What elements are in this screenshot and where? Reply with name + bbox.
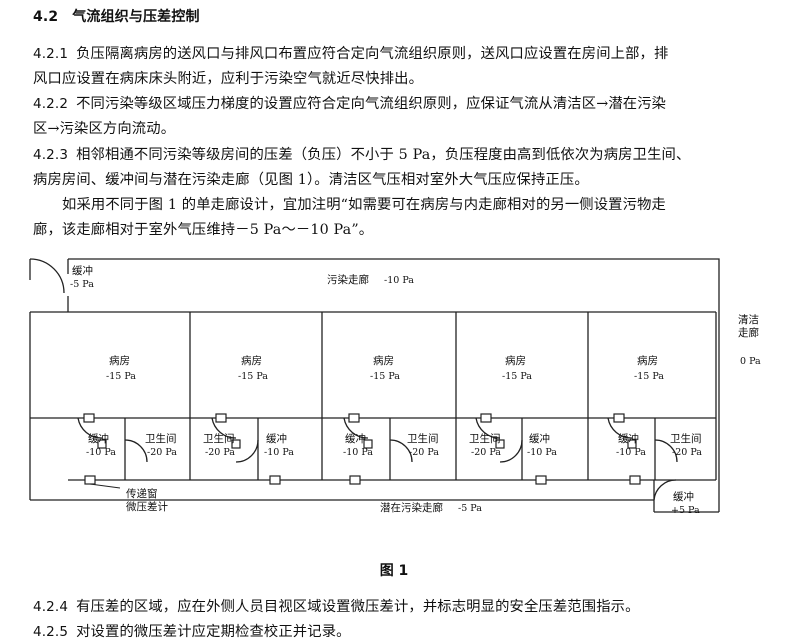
clause-4-2-3-line-1: 4.2.3 相邻相通不同污染等级房间的压差（负压）不小于 5 Pa，负压程度由高到…: [33, 143, 690, 167]
clause-4-2-1-line-2: 风口应设置在病床床头附近，应利于污染空气就近尽快排出。: [33, 71, 424, 87]
bottom-buffer-value: +5 Pa: [671, 505, 700, 516]
buffer-value: -10 Pa: [343, 447, 373, 458]
buffer-value: -10 Pa: [527, 447, 557, 458]
clause-4-2-2-line-1: 4.2.2 不同污染等级区域压力梯度的设置应符合定向气流组织原则，应保证气流从清洁…: [33, 92, 666, 116]
clause-4-2-1-line-1: 4.2.1 负压隔离病房的送风口与排风口布置应符合定向气流组织原则，送风口应设置在…: [33, 42, 668, 66]
section-number: 4.2: [33, 9, 59, 25]
bathroom-label: 卫生间: [670, 432, 702, 445]
clause-4-2-4: 4.2.4 有压差的区域，应在外侧人员目视区域设置微压差计，并标志明显的安全压差范…: [33, 595, 640, 619]
ward-label: 病房: [505, 354, 526, 367]
section-heading: 4.2 气流组织与压差控制: [33, 5, 200, 29]
bathroom-value: -20 Pa: [672, 447, 702, 458]
clean-corridor-label-1: 清洁: [738, 313, 759, 326]
ward-label: 病房: [109, 354, 130, 367]
bathroom-label: 卫生间: [469, 432, 501, 445]
clause-text: 对设置的微压差计应定期检查校正并记录。: [76, 624, 351, 640]
clause-number: 4.2.3: [33, 147, 69, 163]
pass-window-label: 传递窗: [126, 487, 158, 500]
buffer-label: 缓冲: [618, 432, 639, 445]
potential-corridor-label: 潜在污染走廊: [380, 501, 443, 514]
top-buffer-label: 缓冲: [72, 264, 93, 277]
potential-corridor-value: -5 Pa: [458, 503, 482, 514]
bathroom-value: -20 Pa: [147, 447, 177, 458]
clause-number: 4.2.2: [33, 96, 69, 112]
clause-number: 4.2.5: [33, 624, 69, 640]
figure-1-floor-plan: 缓冲 -5 Pa 污染走廊 -10 Pa 清洁 走廊 0 Pa 病房 -15 P…: [29, 258, 761, 516]
clause-4-2-3-line-2: 病房房间、缓冲间与潜在污染走廊（见图 1）。清洁区气压相对室外大气压应保持正压。: [33, 172, 589, 188]
clean-corridor-label-2: 走廊: [738, 326, 759, 339]
bottom-buffer-label: 缓冲: [673, 490, 694, 503]
polluted-corridor-value: -10 Pa: [384, 275, 414, 286]
clause-text: 不同污染等级区域压力梯度的设置应符合定向气流组织原则，应保证气流从清洁区→潜在污…: [76, 96, 667, 112]
buffer-label: 缓冲: [266, 432, 287, 445]
buffer-label: 缓冲: [345, 432, 366, 445]
buffer-label: 缓冲: [88, 432, 109, 445]
bathroom-label: 卫生间: [407, 432, 439, 445]
bathroom-value: -20 Pa: [205, 447, 235, 458]
clause-4-2-5: 4.2.5 对设置的微压差计应定期检查校正并记录。: [33, 620, 351, 644]
clause-4-2-3-para-line-1: 如采用不同于图 1 的单走廊设计，宜加注明“如需要可在病房与内走廊相对的另一侧设…: [62, 197, 666, 213]
top-buffer-value: -5 Pa: [70, 279, 94, 290]
ward-value: -15 Pa: [238, 371, 268, 382]
ward-value: -15 Pa: [106, 371, 136, 382]
buffer-value: -10 Pa: [86, 447, 116, 458]
polluted-corridor-label: 污染走廊: [327, 273, 369, 286]
clause-text: 相邻相通不同污染等级房间的压差（负压）不小于 5 Pa，负压程度由高到低依次为病…: [76, 147, 691, 163]
figure-caption: 图 1: [379, 563, 409, 579]
bathroom-value: -20 Pa: [471, 447, 501, 458]
bathroom-label: 卫生间: [203, 432, 235, 445]
buffer-label: 缓冲: [529, 432, 550, 445]
clean-corridor-value: 0 Pa: [740, 356, 761, 367]
ward-value: -15 Pa: [370, 371, 400, 382]
clause-4-2-2-line-2: 区→污染区方向流动。: [33, 121, 176, 137]
buffer-value: -10 Pa: [616, 447, 646, 458]
clause-number: 4.2.1: [33, 46, 69, 62]
ward-label: 病房: [637, 354, 658, 367]
ward-value: -15 Pa: [502, 371, 532, 382]
clause-number: 4.2.4: [33, 599, 69, 615]
clause-4-2-3-para-line-2: 廊，该走廊相对于室外气压维持－5 Pa～－10 Pa”。: [33, 222, 374, 238]
ward-value: -15 Pa: [634, 371, 664, 382]
bathroom-value: -20 Pa: [409, 447, 439, 458]
clause-text: 有压差的区域，应在外侧人员目视区域设置微压差计，并标志明显的安全压差范围指示。: [76, 599, 640, 615]
ward-label: 病房: [241, 354, 262, 367]
pressure-gauge-label: 微压差计: [126, 500, 168, 513]
bathroom-label: 卫生间: [145, 432, 177, 445]
buffer-value: -10 Pa: [264, 447, 294, 458]
clause-text: 负压隔离病房的送风口与排风口布置应符合定向气流组织原则，送风口应设置在房间上部，…: [76, 46, 669, 62]
section-title: 气流组织与压差控制: [72, 9, 200, 25]
ward-label: 病房: [373, 354, 394, 367]
